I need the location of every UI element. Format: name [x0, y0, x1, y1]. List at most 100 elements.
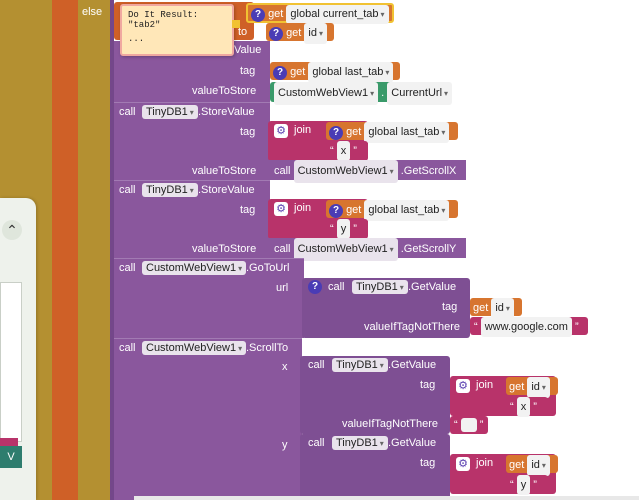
text-y-block-2[interactable]: “ y ”	[506, 475, 548, 495]
call-label: call	[119, 262, 136, 274]
get-last-tab-block-3[interactable]: ? get global last_tab▾	[326, 200, 458, 221]
var-last-tab[interactable]: global last_tab▾	[308, 62, 394, 83]
dot-label: .	[381, 87, 385, 99]
join-label: join	[294, 202, 312, 214]
text-x-block-2[interactable]: “ x ”	[506, 397, 548, 417]
gear-icon[interactable]: ⚙	[274, 202, 288, 216]
gear-icon[interactable]: ⚙	[456, 379, 470, 393]
help-icon[interactable]: ?	[329, 126, 343, 140]
get-value-block-y[interactable]: call TinyDB1▾ .GetValue tag	[300, 434, 450, 500]
join-label: join	[294, 124, 312, 136]
store-value-block-3[interactable]: call TinyDB1▾ .StoreValue tag valueToSto…	[114, 180, 270, 258]
get-scroll-y-block[interactable]: call CustomWebView1▾ .GetScrollY	[268, 238, 466, 261]
property-current-url[interactable]: CurrentUrl▾	[387, 82, 453, 105]
component-tinydb[interactable]: TinyDB1▾	[142, 105, 198, 119]
dropdown-caret-icon: ▾	[370, 89, 375, 98]
method-store-value: .StoreValue	[198, 184, 255, 196]
text-google-value[interactable]: www.google.com	[480, 317, 572, 337]
text-google-block[interactable]: “ www.google.com ”	[470, 317, 588, 337]
component-tinydb[interactable]: TinyDB1▾	[332, 436, 388, 450]
help-icon[interactable]: ?	[251, 8, 265, 22]
tag-label: tag	[420, 379, 436, 391]
current-url-block[interactable]: CustomWebView1▾ . CurrentUrl▾	[270, 82, 453, 105]
quote-close: ”	[574, 321, 579, 333]
var-id[interactable]: id▾	[491, 298, 514, 319]
component-webview-text: CustomWebView1	[297, 243, 388, 255]
var-id-text: id	[531, 459, 540, 471]
get-last-tab-block[interactable]: ? get global last_tab▾	[270, 62, 400, 83]
help-icon[interactable]: ?	[329, 204, 343, 218]
get-value-block-url[interactable]: ? call TinyDB1▾ .GetValue tag valueIfTag…	[302, 278, 470, 338]
store-value-block-1[interactable]: Value tag valueToStore	[114, 41, 270, 103]
quote-open: “	[510, 401, 514, 413]
var-id[interactable]: id▾	[527, 455, 550, 476]
side-panel-button[interactable]: V	[0, 446, 22, 468]
if-block-bar	[52, 0, 78, 500]
get-id-block-x[interactable]: get id▾	[506, 377, 558, 398]
component-webview[interactable]: CustomWebView1▾	[142, 261, 247, 275]
text-y-block[interactable]: “ y ”	[326, 219, 368, 239]
get-current-tab-block[interactable]: ? get global current_tab▾	[246, 3, 394, 24]
help-icon[interactable]: ?	[269, 27, 283, 41]
scroll-to-block[interactable]: call CustomWebView1▾ .ScrollTo x y	[114, 338, 302, 500]
var-current-tab[interactable]: global current_tab▾	[286, 5, 389, 24]
text-empty-block[interactable]: “ ”	[450, 416, 488, 434]
store-value-block-2[interactable]: call TinyDB1▾ .StoreValue tag valueToSto…	[114, 102, 270, 180]
dropdown-caret-icon: ▾	[441, 128, 446, 137]
var-last-tab[interactable]: global last_tab▾	[364, 122, 450, 143]
component-tinydb-text: TinyDB1	[336, 437, 378, 449]
var-id-text: id	[495, 302, 504, 314]
method-get-scroll-y: .GetScrollY	[400, 243, 457, 255]
text-y-value[interactable]: y	[516, 475, 531, 495]
component-tinydb-text: TinyDB1	[336, 359, 378, 371]
text-y-value[interactable]: y	[336, 219, 351, 239]
value-to-store-label: valueToStore	[192, 85, 257, 97]
tag-label: tag	[240, 65, 256, 77]
collapse-chevron-up-icon[interactable]: ⌃	[2, 220, 22, 240]
get-label: get	[268, 8, 284, 20]
component-webview-text: CustomWebView1	[297, 165, 388, 177]
get-last-tab-block-2[interactable]: ? get global last_tab▾	[326, 122, 458, 143]
quote-open: “	[454, 419, 458, 431]
var-last-tab[interactable]: global last_tab▾	[364, 200, 450, 221]
quote-close: ”	[533, 479, 537, 491]
component-tinydb[interactable]: TinyDB1▾	[332, 358, 388, 372]
quote-open: “	[474, 321, 478, 333]
gear-icon[interactable]: ⚙	[456, 457, 470, 471]
get-label: get	[290, 66, 306, 78]
get-id-block-y[interactable]: get id▾	[506, 455, 558, 476]
text-empty-value[interactable]	[460, 418, 477, 433]
do-it-result-tooltip: Do It Result: "tab2" ...	[120, 4, 234, 56]
var-current-tab-text: global current_tab	[290, 8, 379, 20]
var-last-tab-text: global last_tab	[368, 204, 440, 216]
side-panel: ⌃ V	[0, 198, 36, 500]
var-id[interactable]: id▾	[304, 23, 327, 44]
join-label: join	[476, 457, 494, 469]
gear-icon[interactable]: ⚙	[274, 124, 288, 138]
component-tinydb[interactable]: TinyDB1▾	[352, 280, 408, 294]
text-x-block[interactable]: “ x ”	[326, 141, 368, 161]
component-tinydb[interactable]: TinyDB1▾	[142, 183, 198, 197]
help-icon[interactable]: ?	[308, 280, 322, 294]
side-panel-content	[0, 282, 22, 442]
text-x-value[interactable]: x	[516, 397, 531, 417]
component-webview[interactable]: CustomWebView1▾	[293, 238, 398, 261]
procedure-block-bar	[78, 0, 110, 500]
component-webview[interactable]: CustomWebView1▾	[293, 160, 398, 183]
get-id-block[interactable]: ? get id▾	[266, 23, 334, 44]
help-icon[interactable]: ?	[273, 66, 287, 80]
get-value-block-x[interactable]: call TinyDB1▾ .GetValue tag valueIfTagNo…	[300, 356, 450, 434]
url-label: url	[276, 282, 289, 294]
get-id-block-url[interactable]: get id▾	[470, 298, 522, 319]
var-id[interactable]: id▾	[527, 377, 550, 398]
tooltip-connector	[232, 20, 240, 28]
call-label: call	[328, 281, 345, 293]
dropdown-caret-icon: ▾	[189, 108, 194, 117]
component-webview[interactable]: CustomWebView1▾	[142, 341, 247, 355]
get-scroll-x-block[interactable]: call CustomWebView1▾ .GetScrollX	[268, 160, 466, 183]
component-webview[interactable]: CustomWebView1▾	[274, 82, 379, 105]
go-to-url-block[interactable]: call CustomWebView1▾ .GoToUrl url	[114, 258, 304, 338]
horizontal-scrollbar[interactable]	[134, 496, 639, 500]
component-tinydb-text: TinyDB1	[146, 184, 188, 196]
text-x-value[interactable]: x	[336, 141, 351, 161]
